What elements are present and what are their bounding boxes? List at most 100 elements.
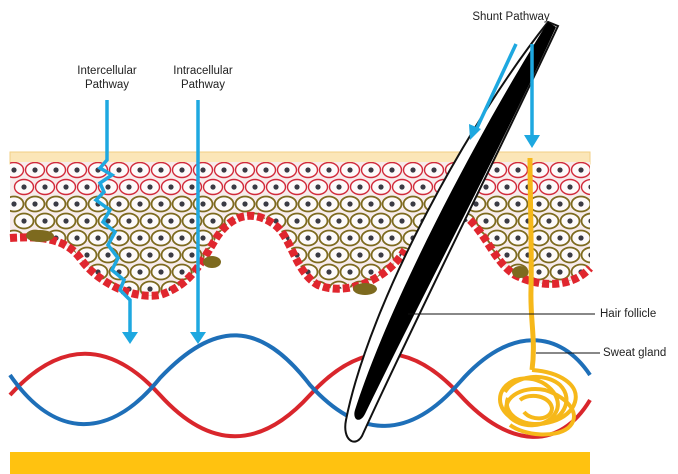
epidermal-cell [26,265,45,280]
cell-nucleus [326,269,331,274]
cell-nucleus [368,269,373,274]
cell-nucleus [567,286,572,291]
cell-nucleus [336,218,341,223]
cell-nucleus [53,167,58,172]
cell-nucleus [567,184,572,189]
epidermal-cell [446,265,465,280]
cell-nucleus [536,235,541,240]
cell-nucleus [294,286,299,291]
cell-nucleus [21,184,26,189]
cell-nucleus [147,184,152,189]
epidermal-cell [257,231,276,246]
epidermal-cell [267,248,286,263]
cell-nucleus [557,167,562,172]
epidermal-cell [582,180,601,195]
cell-nucleus [32,167,37,172]
cell-nucleus [263,269,268,274]
cell-nucleus [504,252,509,257]
cell-nucleus [200,269,205,274]
cell-nucleus [32,201,37,206]
cell-nucleus [389,201,394,206]
cell-nucleus [179,269,184,274]
epidermal-cell [467,265,486,280]
cell-nucleus [431,167,436,172]
cell-nucleus [231,286,236,291]
cell-nucleus [210,218,215,223]
cell-nucleus [420,184,425,189]
cell-nucleus [147,252,152,257]
cell-nucleus [546,252,551,257]
epidermal-cell [36,248,55,263]
cell-nucleus [483,252,488,257]
cell-nucleus [189,286,194,291]
cell-nucleus [21,286,26,291]
cell-nucleus [273,184,278,189]
cell-nucleus [347,235,352,240]
intercellular-label-line2: Pathway [62,78,152,92]
epidermal-cell [47,265,66,280]
cell-nucleus [242,201,247,206]
cell-nucleus [137,235,142,240]
cell-nucleus [126,184,131,189]
cell-nucleus [483,218,488,223]
epidermal-cell [15,282,34,297]
cell-nucleus [116,235,121,240]
cell-nucleus [305,235,310,240]
cell-nucleus [137,269,142,274]
cell-nucleus [21,218,26,223]
hair-follicle-label: Hair follicle [600,307,656,321]
cell-nucleus [74,201,79,206]
cell-nucleus [378,252,383,257]
epidermal-cell [257,265,276,280]
epidermal-cell [488,265,507,280]
epidermal-cell [5,265,24,280]
cell-nucleus [588,252,593,257]
cell-nucleus [168,184,173,189]
epidermal-cell [78,282,97,297]
cell-nucleus [116,167,121,172]
cell-nucleus [483,184,488,189]
cell-nucleus [546,218,551,223]
cell-nucleus [557,201,562,206]
cell-nucleus [588,218,593,223]
cell-nucleus [326,235,331,240]
cell-nucleus [326,167,331,172]
shunt-arrow-vertical-head [524,135,540,148]
cell-nucleus [221,201,226,206]
epidermal-cell [582,214,601,229]
cell-nucleus [168,252,173,257]
cell-nucleus [315,218,320,223]
cell-nucleus [126,252,131,257]
intercellular-label-line1: Intercellular [62,64,152,78]
cell-nucleus [305,167,310,172]
cell-nucleus [105,184,110,189]
cell-nucleus [74,269,79,274]
cell-nucleus [462,286,467,291]
cell-nucleus [368,167,373,172]
cell-nucleus [137,201,142,206]
cell-nucleus [252,286,257,291]
cell-nucleus [378,218,383,223]
cell-nucleus [473,269,478,274]
cell-nucleus [63,218,68,223]
epidermal-cell [456,248,475,263]
cell-nucleus [389,167,394,172]
cell-nucleus [200,167,205,172]
cell-nucleus [84,286,89,291]
cell-nucleus [483,286,488,291]
cell-nucleus [347,167,352,172]
cell-nucleus [189,218,194,223]
cell-nucleus [284,167,289,172]
cell-nucleus [305,201,310,206]
cell-nucleus [389,235,394,240]
cell-nucleus [399,184,404,189]
cell-nucleus [504,184,509,189]
cell-nucleus [315,184,320,189]
cell-nucleus [147,286,152,291]
cell-nucleus [294,184,299,189]
epidermal-cell [36,282,55,297]
cell-nucleus [137,167,142,172]
cell-nucleus [410,201,415,206]
epidermal-cell [456,282,475,297]
cell-nucleus [126,218,131,223]
